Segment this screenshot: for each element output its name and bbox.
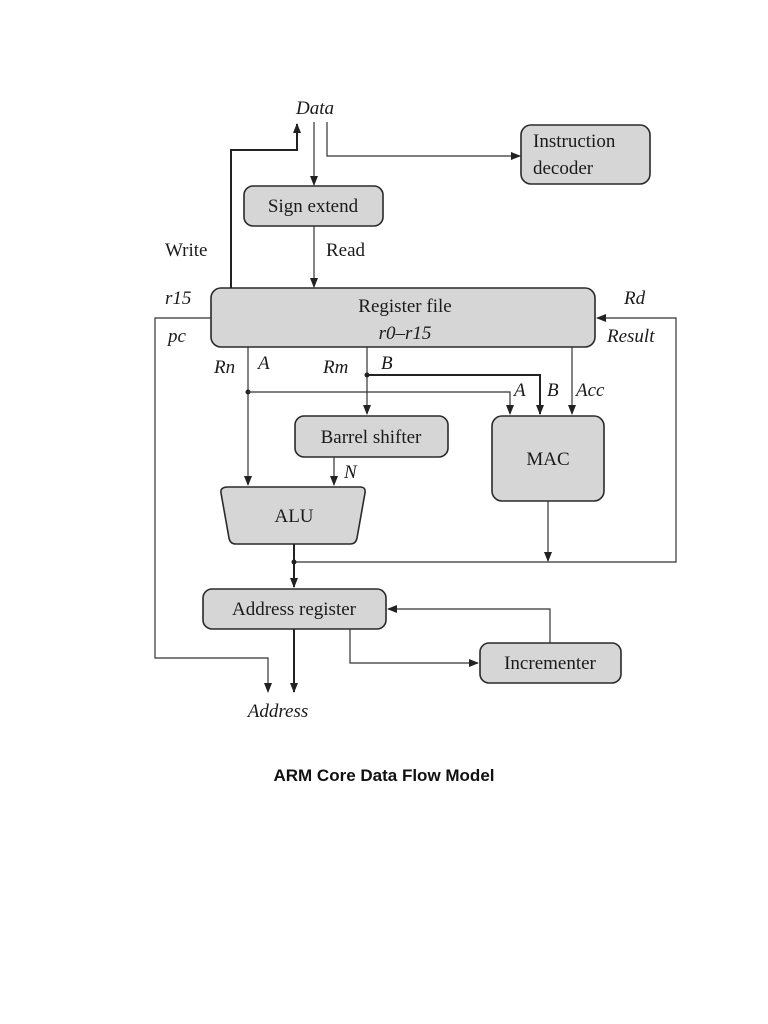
mac-block: MAC [491,415,605,502]
read-label: Read [326,240,366,261]
acc-label: Acc [574,380,605,401]
incrementer-block: Incrementer [479,642,622,684]
instruction-decoder-label-1: Instruction [533,131,616,152]
address-label: Address [246,701,309,722]
register-file-range-label: r0–r15 [379,323,432,344]
sign-extend-label: Sign extend [268,196,359,217]
b-to-mac-wire [367,374,544,415]
instruction-decoder-block: Instruction decoder [520,124,651,185]
alu-label: ALU [274,506,313,527]
address-register-block: Address register [202,588,387,630]
address-register-label: Address register [232,599,357,620]
incrementer-label: Incrementer [504,653,596,674]
mac-a-label: A [512,380,526,401]
rm-label: Rm [322,357,348,378]
data-to-instruction-decoder-wire [326,122,521,160]
address-register-to-incrementer-wire [349,629,479,667]
rn-label: Rn [213,357,235,378]
sign-extend-block: Sign extend [243,185,384,227]
result-bus-wire [294,314,677,563]
alu-block: ALU [220,486,366,545]
b-label: B [381,353,393,374]
data-label: Data [295,98,334,119]
rd-label: Rd [623,288,646,309]
mac-label: MAC [526,449,569,470]
register-file-label: Register file [358,296,451,317]
write-to-data-wire [230,123,301,288]
mac-b-label: B [547,380,559,401]
result-label: Result [606,326,655,347]
pc-to-address-wire [154,317,272,693]
a-label: A [256,353,270,374]
register-file-block: Register file r0–r15 [210,287,596,348]
r15-label: r15 [165,288,191,309]
barrel-shifter-block: Barrel shifter [294,415,449,458]
barrel-shifter-label: Barrel shifter [321,427,422,448]
figure-caption: ARM Core Data Flow Model [273,766,495,785]
instruction-decoder-label-2: decoder [533,158,594,179]
write-label: Write [165,240,208,261]
n-label: N [343,462,358,483]
a-to-mac-wire [248,391,514,415]
pc-label: pc [166,326,187,347]
incrementer-to-address-register-wire [387,605,551,643]
